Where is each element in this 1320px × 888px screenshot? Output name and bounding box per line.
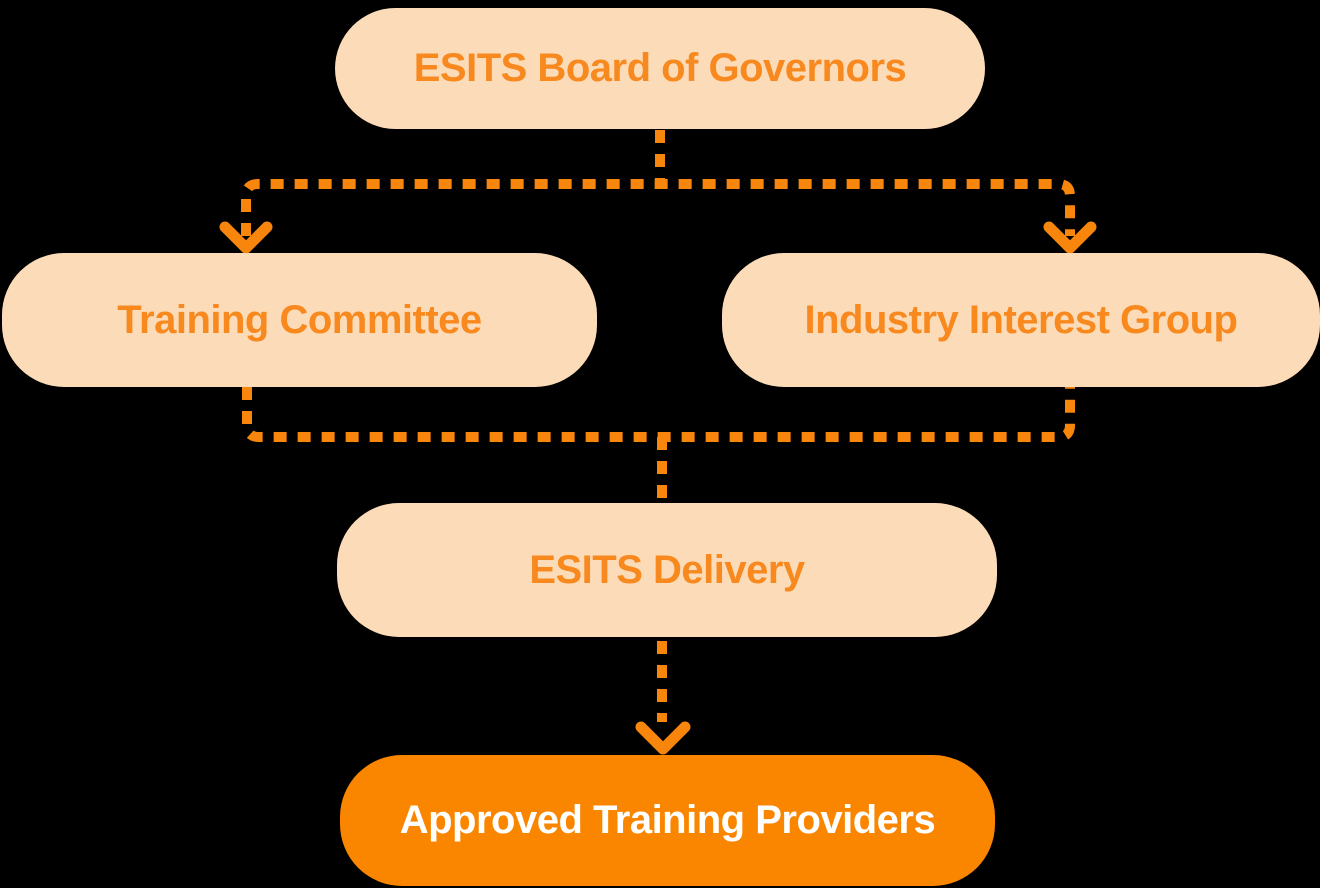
- node-approved-training-providers: Approved Training Providers: [340, 755, 995, 886]
- arrow-down-icon-industry: [1043, 221, 1097, 254]
- arrow-down-icon-approved: [635, 721, 691, 755]
- node-label: ESITS Delivery: [529, 547, 805, 592]
- edge-board-split-rail: [241, 179, 1075, 236]
- node-label: Training Committee: [117, 297, 482, 342]
- node-label: Industry Interest Group: [804, 297, 1239, 342]
- node-training-committee: Training Committee: [2, 253, 597, 387]
- edge-merge-rail: [242, 387, 1075, 442]
- node-label: Approved Training Providers: [399, 798, 936, 842]
- node-label: ESITS Board of Governors: [413, 46, 907, 90]
- arrow-down-icon-training: [219, 221, 273, 254]
- node-esits-board-of-governors: ESITS Board of Governors: [335, 8, 985, 129]
- node-esits-delivery: ESITS Delivery: [337, 503, 997, 637]
- node-industry-interest-group: Industry Interest Group: [722, 253, 1320, 387]
